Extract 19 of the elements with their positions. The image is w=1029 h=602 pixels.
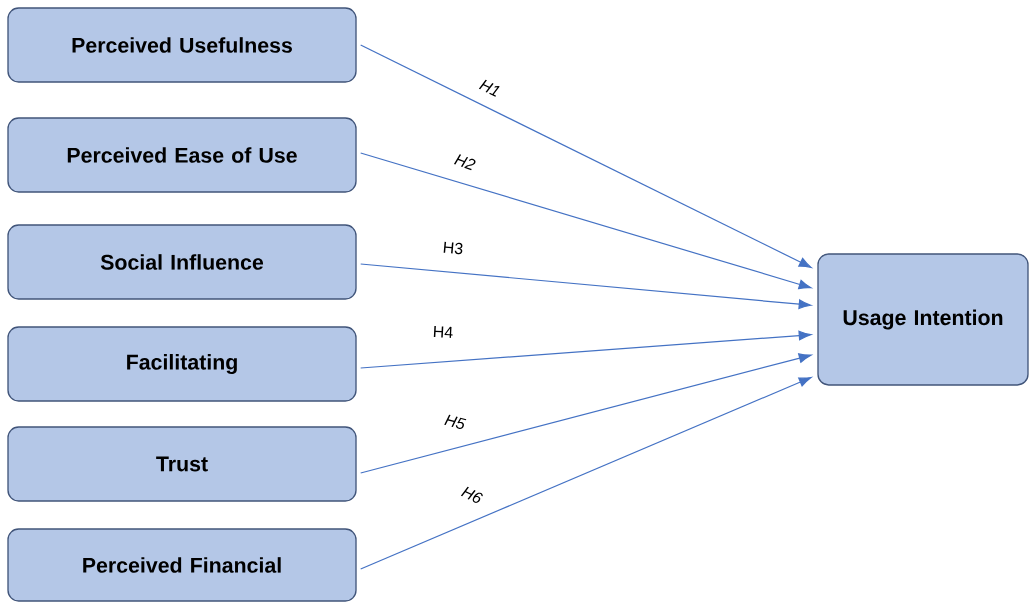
- arrow: [360, 152, 812, 290]
- arrow: [360, 330, 812, 369]
- edge-label: H5: [444, 414, 467, 429]
- arrow: [360, 376, 812, 570]
- arrow: [360, 353, 812, 474]
- edge-label: H2: [453, 154, 476, 171]
- arrow: [360, 263, 812, 310]
- concept-box: Perceived Usefulness: [7, 7, 357, 83]
- concept-box: Perceived Financial: [7, 528, 357, 602]
- edge-label: H4: [433, 326, 453, 338]
- edge-label: H1: [478, 79, 500, 97]
- concept-box: Usage Intention: [817, 253, 1029, 386]
- edge-label: H3: [443, 241, 463, 255]
- concept-box: Social Influence: [7, 224, 357, 300]
- concept-box: Trust: [7, 426, 357, 502]
- concept-box: Perceived Ease of Use: [7, 117, 357, 193]
- arrow: [360, 44, 812, 268]
- edge-label: H6: [460, 486, 483, 503]
- concept-box: Facilitating: [7, 326, 357, 402]
